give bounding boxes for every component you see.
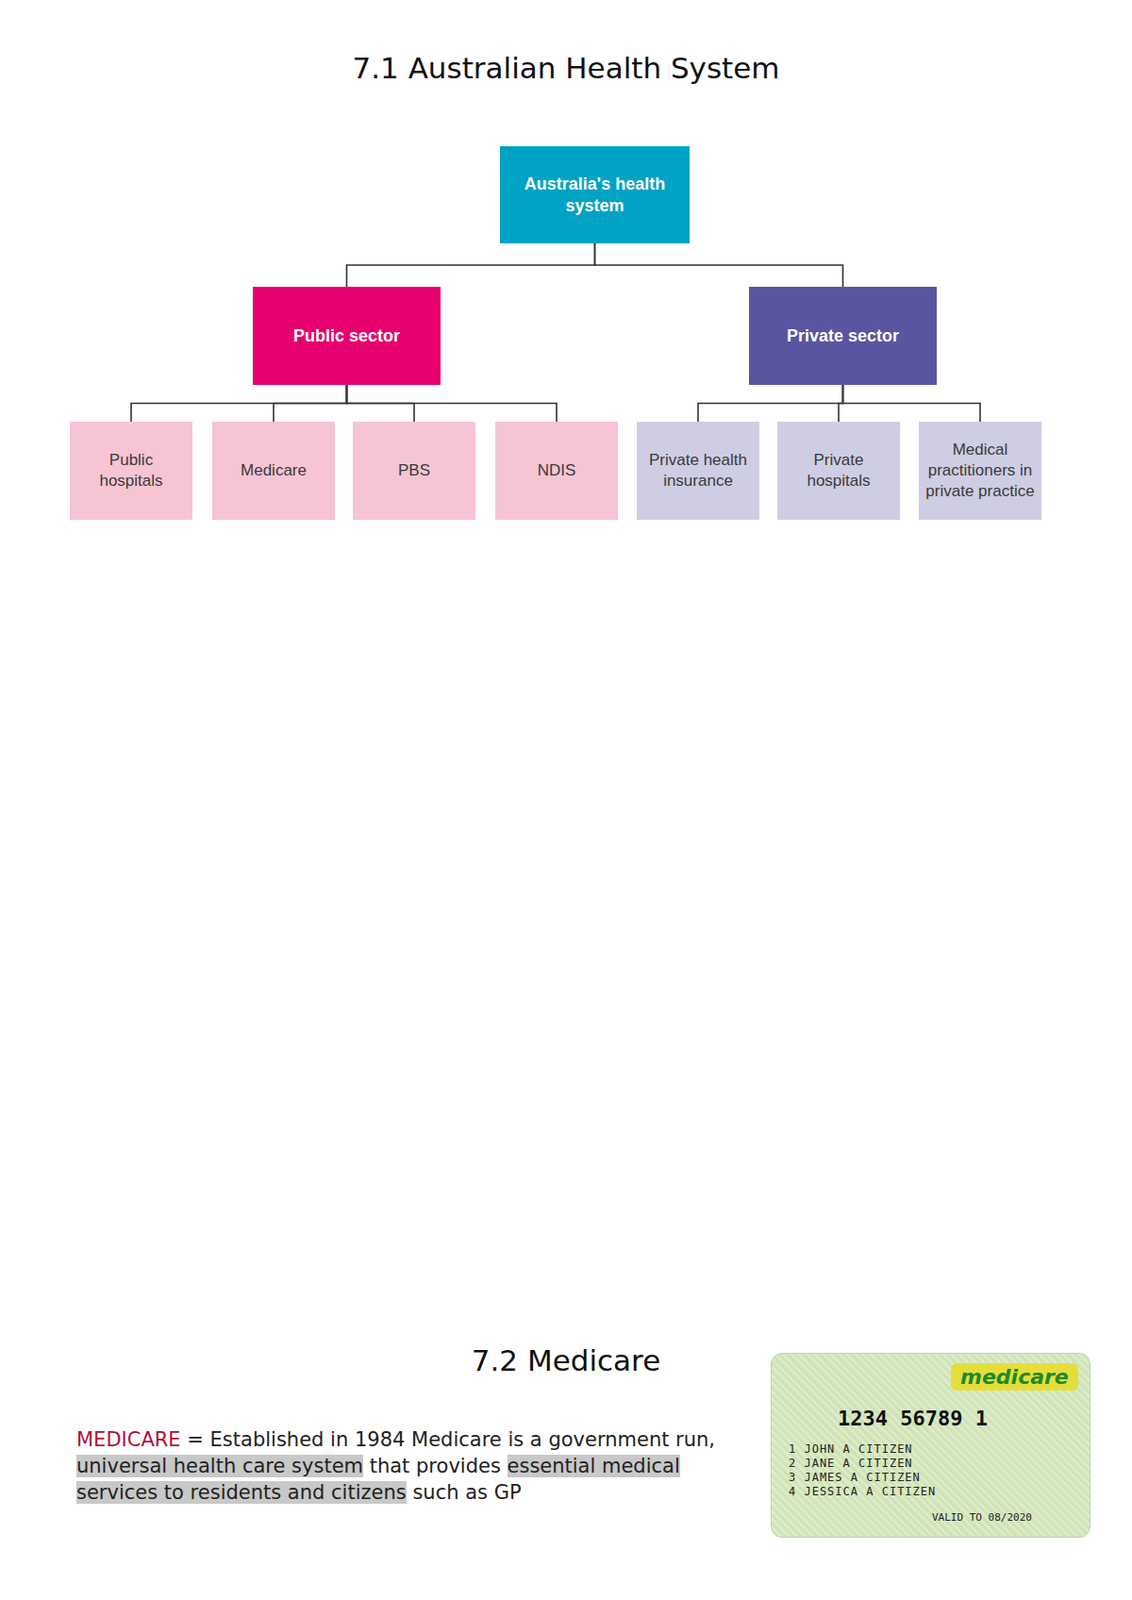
sector-box: Private sector — [749, 286, 937, 385]
card-text: medicare — [950, 1363, 1079, 1391]
definition-text: = Established in 1984 Medicare is a gove… — [186, 1428, 716, 1451]
service-box: Medical practitioners in private practic… — [918, 421, 1042, 520]
card-text: 1234 56789 1 — [837, 1406, 988, 1431]
tree-connector — [595, 243, 844, 287]
tree-connector — [347, 384, 558, 422]
definition-text: such as GP — [412, 1481, 521, 1504]
section-heading: 7.2 Medicare — [377, 1343, 755, 1378]
definition-text: that provides — [369, 1454, 501, 1478]
tree-connector — [273, 384, 348, 422]
term: MEDICARE — [76, 1428, 182, 1451]
box-label: NDIS — [537, 460, 577, 482]
root-box: Australia's health system — [499, 146, 690, 244]
tree-connector — [843, 384, 982, 422]
box-label: Private health insurance — [642, 449, 754, 492]
page-title: 7.1 Australian Health System — [0, 50, 1132, 85]
box-label: Private hospitals — [786, 449, 891, 492]
box-label: Medical practitioners in private practic… — [924, 439, 1036, 502]
service-box: PBS — [352, 421, 476, 520]
sector-box: Public sector — [252, 286, 441, 385]
card-text: VALID TO 08/2020 — [932, 1511, 1033, 1524]
tree-connector — [347, 243, 596, 287]
tree-connector — [131, 384, 348, 422]
tree-connector — [698, 384, 844, 422]
card-text: 3 JAMES A CITIZEN — [788, 1470, 921, 1484]
box-label: Medicare — [240, 460, 307, 482]
service-box: Private hospitals — [777, 421, 900, 520]
box-label: PBS — [398, 460, 431, 482]
service-box: Private health insurance — [636, 421, 760, 520]
card-text: 4 JESSICA A CITIZEN — [788, 1484, 936, 1499]
service-box: Public hospitals — [69, 421, 193, 520]
definition-paragraph: MEDICARE = Established in 1984 Medicare … — [76, 1426, 737, 1506]
box-label: Public sector — [293, 326, 400, 347]
box-label: Public hospitals — [79, 449, 184, 492]
definition-text: universal health care system — [76, 1454, 364, 1478]
box-label: Private sector — [786, 326, 899, 347]
box-label: Australia's health system — [519, 173, 671, 217]
card-text: 2 JANE A CITIZEN — [788, 1456, 914, 1470]
card-text: 1 JOHN A CITIZEN — [788, 1442, 914, 1456]
service-box: Medicare — [212, 421, 335, 520]
medicare-card: medicare 1234 56789 1 1 JOHN A CITIZEN2 JA… — [770, 1352, 1091, 1538]
service-box: NDIS — [495, 421, 618, 520]
